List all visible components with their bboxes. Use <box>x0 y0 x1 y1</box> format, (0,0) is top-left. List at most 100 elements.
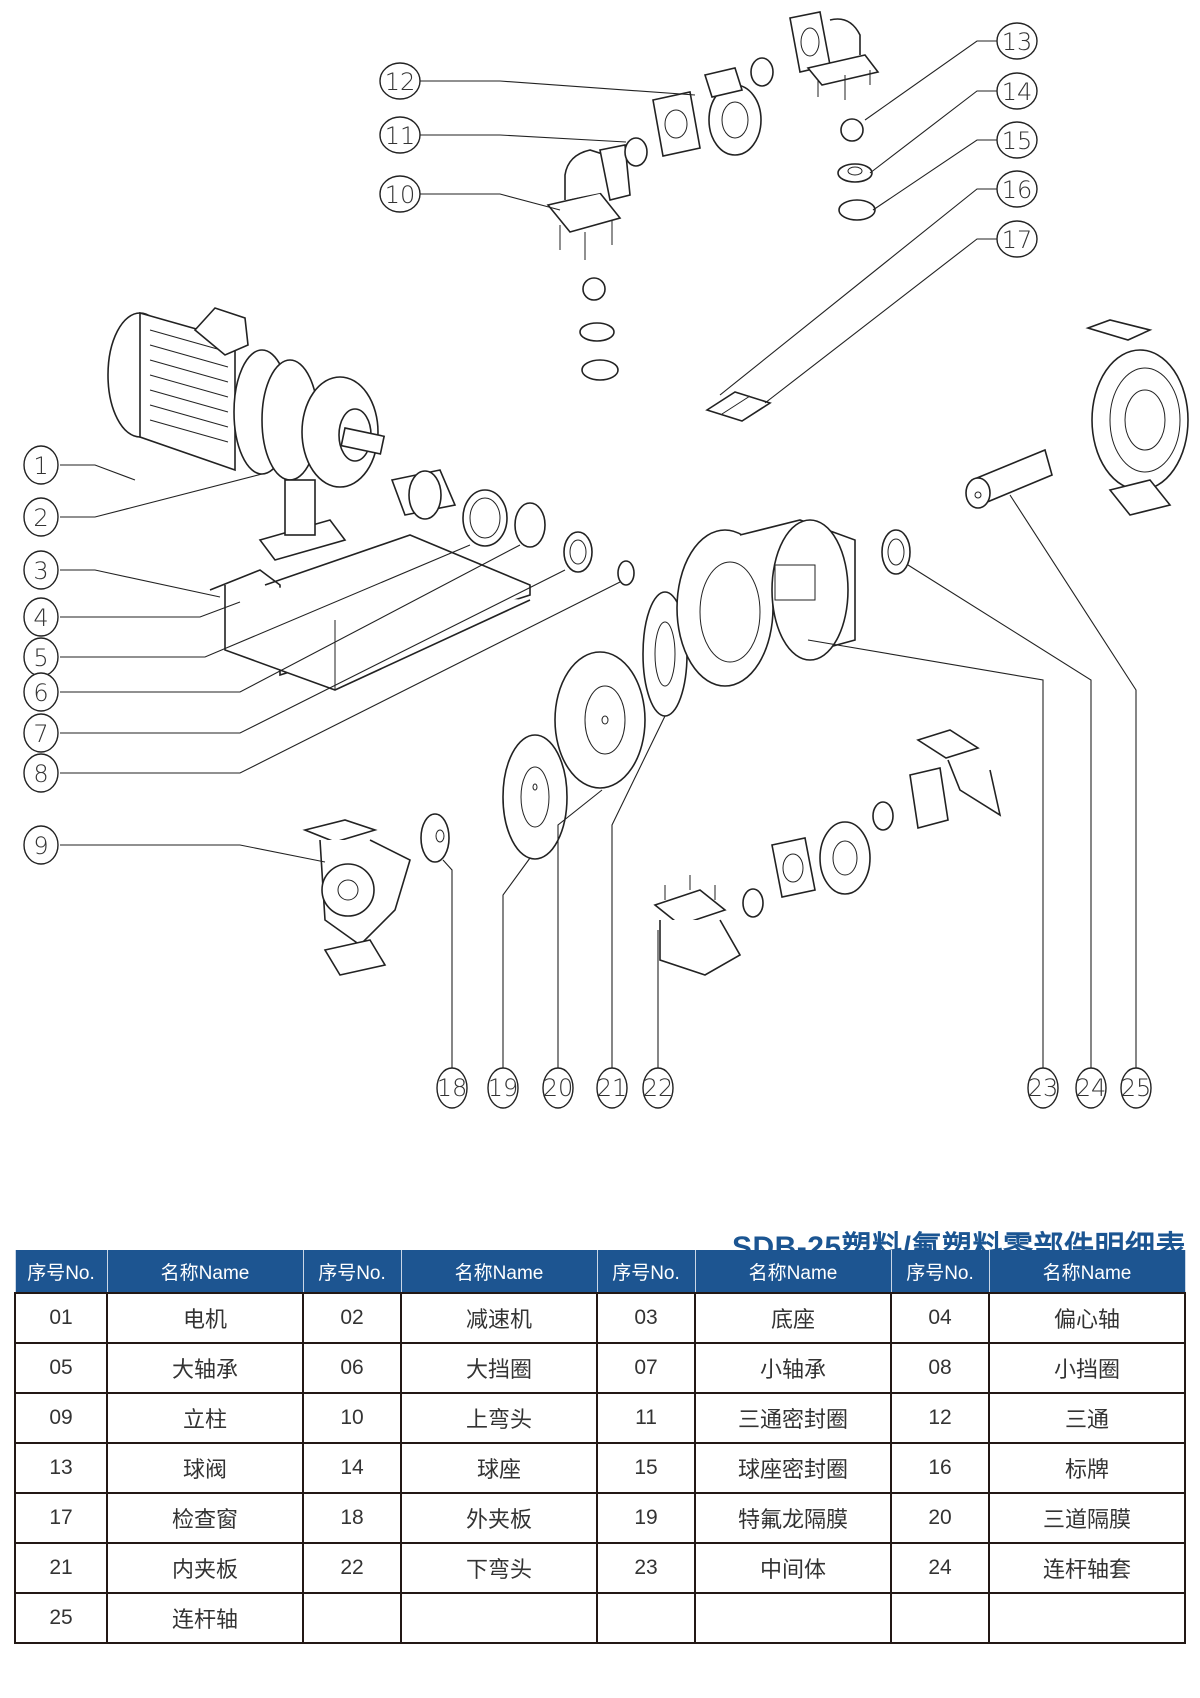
part-number-cell: 10 <box>302 1392 402 1444</box>
callout-16: 16 <box>996 170 1038 208</box>
header-name: 名称Name <box>400 1250 598 1293</box>
part-large-bearing <box>462 489 508 547</box>
part-lower-tee-seal-ring-2 <box>872 801 894 831</box>
svg-text:11: 11 <box>385 122 416 150</box>
part-name-cell: 小挡圈 <box>988 1342 1186 1394</box>
callout-12: 12 <box>379 62 421 100</box>
part-number-cell: 07 <box>596 1342 696 1394</box>
part-number-cell <box>596 1592 696 1644</box>
callout-4: 4 <box>23 597 59 637</box>
part-number-cell: 09 <box>14 1392 108 1444</box>
header-no: 序号No. <box>14 1250 108 1293</box>
part-name-cell: 检查窗 <box>106 1492 304 1544</box>
callout-9: 9 <box>23 825 59 865</box>
part-teflon-diaphragm <box>502 734 568 860</box>
callout-11: 11 <box>379 116 421 154</box>
part-number-cell: 24 <box>890 1542 990 1594</box>
part-name-cell: 特氟龙隔膜 <box>694 1492 892 1544</box>
part-number-cell: 22 <box>302 1542 402 1594</box>
part-number-cell: 25 <box>14 1592 108 1644</box>
callout-6: 6 <box>23 672 59 712</box>
part-ball-seat-seal-lower <box>581 359 619 381</box>
callout-5: 5 <box>23 637 59 677</box>
part-number-cell: 23 <box>596 1542 696 1594</box>
callout-23: 23 <box>1027 1067 1059 1109</box>
part-lower-tee <box>771 821 871 898</box>
exploded-view-diagram: 1 2 3 4 5 6 7 8 9 10 11 12 13 14 15 16 1… <box>23 11 1189 1109</box>
callout-3: 3 <box>23 550 59 590</box>
part-outer-clamp-plate <box>420 813 450 863</box>
svg-text:22: 22 <box>643 1074 674 1102</box>
part-upright <box>302 819 411 976</box>
part-number-cell: 05 <box>14 1342 108 1394</box>
part-name-cell: 偏心轴 <box>988 1292 1186 1344</box>
part-number-cell: 03 <box>596 1292 696 1344</box>
part-number-cell: 06 <box>302 1342 402 1394</box>
part-number-cell: 01 <box>14 1292 108 1344</box>
part-number-cell: 14 <box>302 1442 402 1494</box>
svg-text:14: 14 <box>1002 78 1033 106</box>
svg-text:2: 2 <box>33 504 48 532</box>
part-ball-valve-lower <box>582 277 606 301</box>
part-name-cell: 外夹板 <box>400 1492 598 1544</box>
part-name-cell: 三道隔膜 <box>988 1492 1186 1544</box>
header-name: 名称Name <box>988 1250 1186 1293</box>
svg-text:12: 12 <box>385 68 416 96</box>
part-number-cell: 12 <box>890 1392 990 1444</box>
part-name-cell: 球座密封圈 <box>694 1442 892 1494</box>
part-lower-tee-seal-ring <box>742 888 764 918</box>
part-name-cell <box>400 1592 598 1644</box>
part-number-cell: 20 <box>890 1492 990 1544</box>
part-number-cell: 21 <box>14 1542 108 1594</box>
part-eccentric-shaft <box>390 469 457 520</box>
part-tee-seal-ring <box>624 137 648 167</box>
header-no: 序号No. <box>596 1250 696 1293</box>
part-name-cell: 内夹板 <box>106 1542 304 1594</box>
callout-24: 24 <box>1075 1067 1107 1109</box>
part-name-cell <box>988 1592 1186 1644</box>
part-name-cell: 上弯头 <box>400 1392 598 1444</box>
part-motor <box>107 307 249 472</box>
svg-text:17: 17 <box>1002 226 1033 254</box>
svg-text:25: 25 <box>1121 1074 1152 1102</box>
part-number-cell: 13 <box>14 1442 108 1494</box>
part-base <box>209 479 531 691</box>
part-name-cell: 球座 <box>400 1442 598 1494</box>
part-number-cell <box>890 1592 990 1644</box>
svg-text:9: 9 <box>33 832 48 860</box>
svg-text:7: 7 <box>33 720 48 748</box>
part-tee-upper <box>652 67 762 157</box>
callout-19: 19 <box>487 1067 519 1109</box>
svg-text:20: 20 <box>543 1074 574 1102</box>
part-name-cell: 电机 <box>106 1292 304 1344</box>
part-number-cell: 16 <box>890 1442 990 1494</box>
header-no: 序号No. <box>302 1250 402 1293</box>
part-lower-elbow-right <box>909 729 1002 830</box>
callout-25: 25 <box>1120 1067 1152 1109</box>
part-name-cell: 底座 <box>694 1292 892 1344</box>
part-name-cell: 减速机 <box>400 1292 598 1344</box>
table-header-row: 序号No. 名称Name 序号No. 名称Name 序号No. 名称Name 序… <box>14 1250 1186 1293</box>
part-number-cell: 17 <box>14 1492 108 1544</box>
svg-text:1: 1 <box>33 452 48 480</box>
part-name-cell: 连杆轴 <box>106 1592 304 1644</box>
svg-text:5: 5 <box>33 644 48 672</box>
part-small-bearing <box>563 531 593 573</box>
part-ball-seat-lower <box>579 322 615 342</box>
part-number-cell: 19 <box>596 1492 696 1544</box>
callout-10: 10 <box>379 175 421 213</box>
svg-text:10: 10 <box>385 181 416 209</box>
callout-13: 13 <box>996 22 1038 60</box>
callout-17: 17 <box>996 220 1038 258</box>
callout-18: 18 <box>436 1067 468 1109</box>
part-name-cell: 大挡圈 <box>400 1342 598 1394</box>
part-upper-elbow <box>546 144 631 260</box>
part-number-cell: 11 <box>596 1392 696 1444</box>
svg-text:19: 19 <box>488 1074 519 1102</box>
part-name-cell <box>694 1592 892 1644</box>
callout-20: 20 <box>542 1067 574 1109</box>
